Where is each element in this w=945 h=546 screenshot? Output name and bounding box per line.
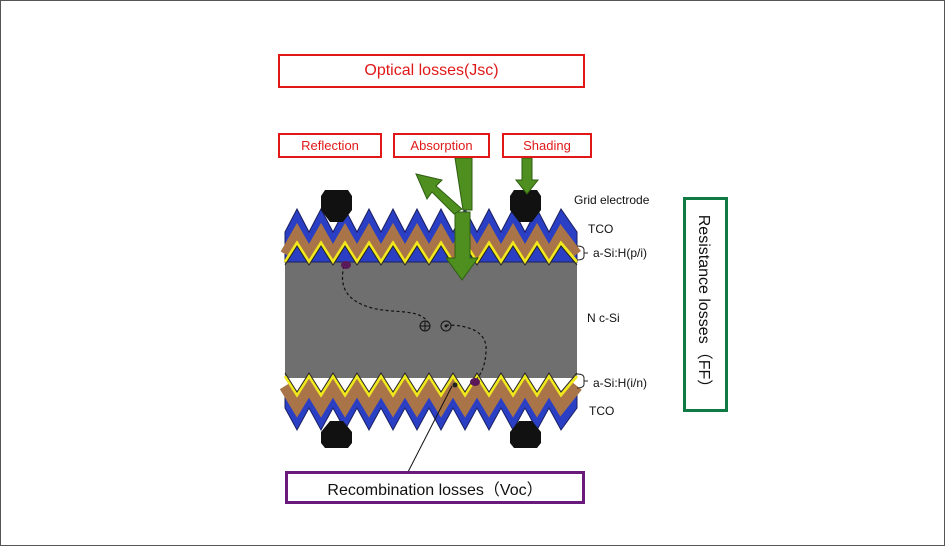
n-c-si-label: N c-Si xyxy=(587,311,620,325)
top-tco-label: TCO xyxy=(588,222,614,236)
bottom-dark-edge xyxy=(284,372,578,393)
bottom-tco-label: TCO xyxy=(589,404,615,418)
small-carrier-dot xyxy=(452,382,458,388)
transmission-arrow xyxy=(445,211,479,281)
dot-circle-icon xyxy=(440,320,452,332)
reflection-box: Reflection xyxy=(278,133,382,158)
top-yellow-line xyxy=(283,240,579,265)
top-interface-carrier xyxy=(341,261,351,269)
top-dark-edge xyxy=(284,245,578,266)
grid-electrode-label: Grid electrode xyxy=(574,193,650,207)
absorption-arrow xyxy=(454,157,473,211)
optical-losses-box: Optical losses(Jsc) xyxy=(278,54,585,88)
shading-box: Shading xyxy=(502,133,592,158)
asi-p-i-bracket xyxy=(576,245,588,261)
recombination-pointer-line xyxy=(407,385,453,473)
bottom-left-grid-electrode xyxy=(321,421,352,448)
plus-circle-icon xyxy=(419,320,431,332)
top-left-grid-electrode xyxy=(321,190,352,222)
asi-i-n-label: a-Si:H(i/n) xyxy=(593,376,648,390)
reflection-arrow xyxy=(415,173,463,215)
shading-arrow xyxy=(514,157,540,195)
electron-recombination-path xyxy=(445,324,487,383)
resistance-losses-label: Resistance losses（FF） xyxy=(694,214,712,395)
bottom-yellow-line xyxy=(283,373,579,398)
bottom-interface-carrier xyxy=(470,378,480,386)
hole-recombination-path xyxy=(341,265,429,323)
asi-i-n-bracket xyxy=(576,373,588,389)
recombination-losses-box: Recombination losses（Voc） xyxy=(285,471,585,504)
bottom-asi-band xyxy=(279,374,582,418)
n-c-si-layer xyxy=(285,262,577,378)
absorption-box: Absorption xyxy=(393,133,490,158)
bottom-right-grid-electrode xyxy=(510,421,541,448)
asi-p-i-label: a-Si:H(p/i) xyxy=(593,246,648,260)
top-right-grid-electrode xyxy=(510,190,541,222)
top-asi-band xyxy=(280,222,581,265)
resistance-losses-box: Resistance losses（FF） xyxy=(683,197,728,412)
